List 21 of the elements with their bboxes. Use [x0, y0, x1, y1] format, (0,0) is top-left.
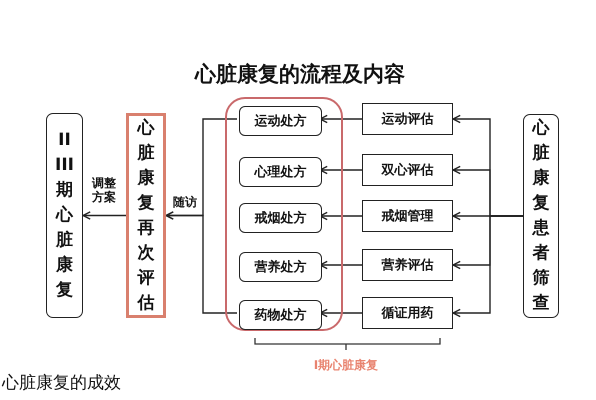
arrow	[452, 215, 523, 318]
screening-box: 心脏康复患者筛查	[523, 114, 559, 318]
assessment-box: 戒烟管理	[362, 200, 453, 232]
prescription-box: 戒烟处方	[239, 203, 322, 233]
prescription-box: 运动处方	[239, 106, 322, 136]
group-outline	[225, 97, 343, 331]
prescription-box: 药物处方	[239, 300, 322, 330]
assessment-box: 运动评估	[362, 103, 453, 135]
assessment-box: 循证用药	[362, 297, 453, 329]
bracket-label: I期心脏康复	[312, 357, 380, 374]
prescription-box: 心理处方	[239, 157, 322, 187]
assessment-box: 营养评估	[362, 249, 453, 281]
arrow	[165, 211, 237, 314]
stage-box: II III期心脏康复	[46, 113, 83, 318]
assessment-box: 双心评估	[362, 154, 453, 186]
caption: 心脏康复的成效	[2, 372, 121, 394]
title: 心脏康复的流程及内容	[193, 61, 406, 88]
evaluation-box: 心脏康复再次评估	[126, 113, 166, 318]
edge-label: 随访	[172, 195, 198, 209]
prescription-box: 营养处方	[239, 252, 322, 282]
arrow	[82, 211, 126, 220]
